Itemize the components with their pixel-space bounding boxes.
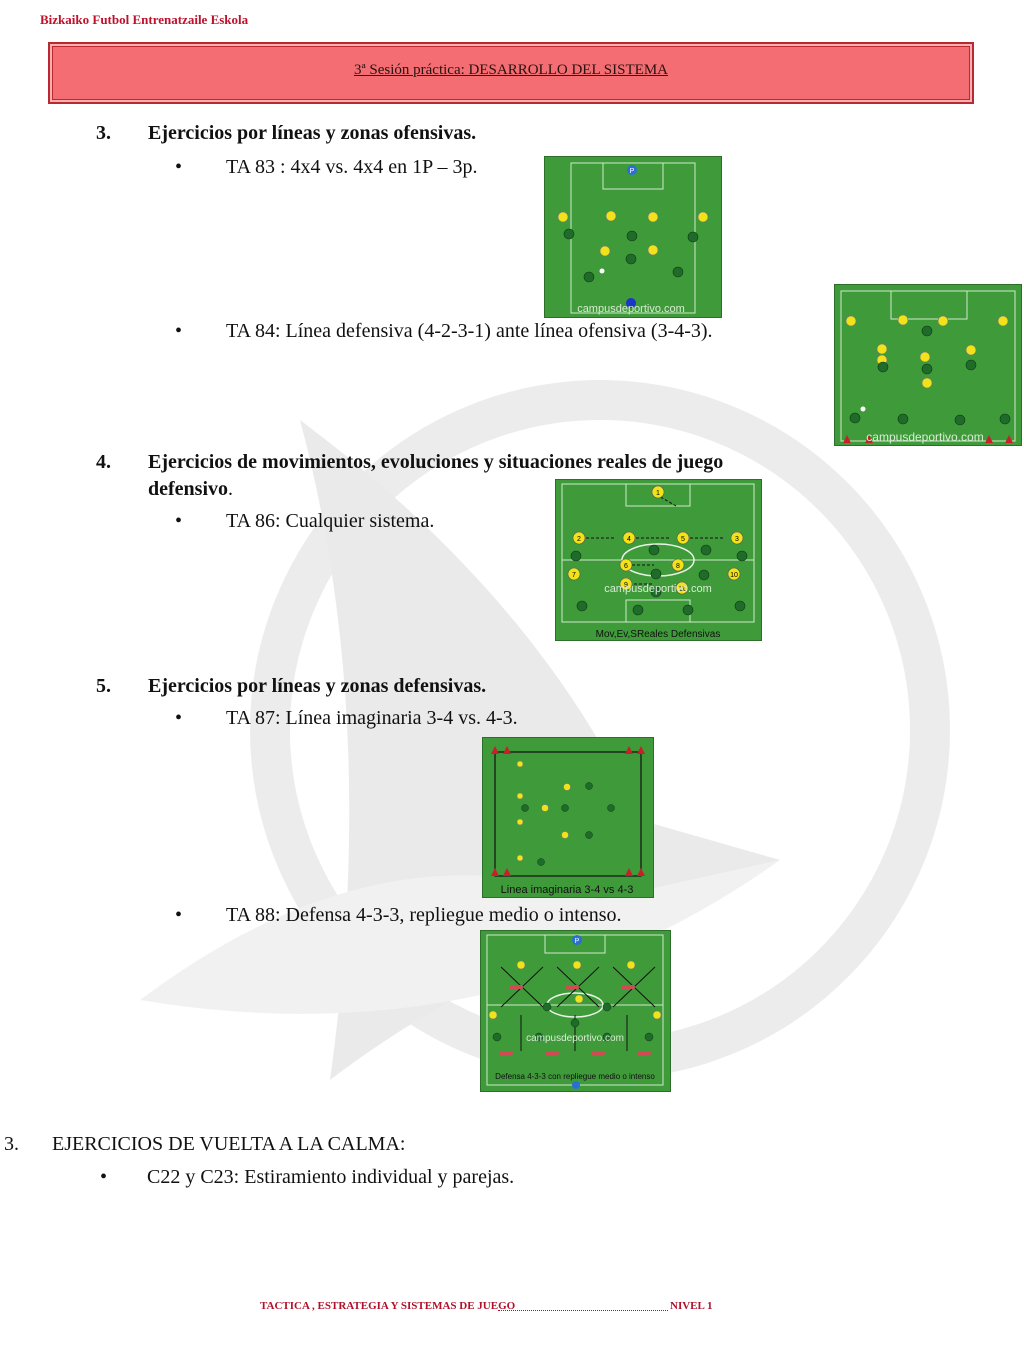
section-number: 3. [4, 1133, 19, 1155]
bullet: • [175, 904, 183, 926]
diagram-ta87: Linea imaginaria 3-4 vs 4-3 [482, 737, 654, 898]
section-number: 5. [96, 675, 111, 697]
diagram-marker: P [630, 168, 635, 175]
exercise-item: TA 87: Línea imaginaria 3-4 vs. 4-3. [226, 707, 518, 729]
player-number: 1 [656, 490, 660, 497]
player-number: 10 [730, 572, 738, 579]
player-number: 9 [624, 582, 628, 589]
footer-dotted-leader [498, 1310, 668, 1311]
diagram-watermark: campusdeportivo.com [866, 430, 983, 444]
diagram-watermark: campusdeportivo.com [526, 1033, 624, 1044]
player-number: 5 [681, 536, 685, 543]
footer-title: TACTICA , ESTRATEGIA Y SISTEMAS DE JUEGO [260, 1300, 516, 1312]
section-heading: Ejercicios de movimientos, evoluciones y… [148, 451, 724, 473]
player-number: 4 [627, 536, 631, 543]
section-heading: Ejercicios por líneas y zonas ofensivas. [148, 122, 477, 144]
bullet: • [175, 510, 183, 532]
section-heading-continued: defensivo. [148, 478, 233, 501]
section-heading-period: . [228, 478, 233, 500]
section-number: 4. [96, 451, 111, 473]
player-number: 8 [676, 563, 680, 570]
diagram-ta84: campusdeportivo.com [834, 284, 1022, 446]
player-number: 6 [624, 563, 628, 570]
session-banner: 3ª Sesión práctica: DESARROLLO DEL SISTE… [48, 42, 974, 104]
exercise-item: TA 84: Línea defensiva (4-2-3-1) ante lí… [226, 320, 713, 342]
player-number: 2 [577, 536, 581, 543]
diagram-marker: P [575, 938, 580, 945]
section-heading-word: defensivo [148, 478, 228, 500]
diagram-ta86: 1 2 4 5 3 6 8 7 9 11 10 campusdeportivo.… [555, 479, 762, 641]
diagram-watermark: campusdeportivo.com [604, 583, 712, 595]
player-number: 7 [572, 572, 576, 579]
diagram-ta83: P campusdeportivo.com [544, 156, 722, 318]
exercise-item: TA 86: Cualquier sistema. [226, 510, 435, 532]
section-number: 3. [96, 122, 111, 144]
section-heading: Ejercicios por líneas y zonas defensivas… [148, 675, 487, 697]
exercise-item: C22 y C23: Estiramiento individual y par… [147, 1166, 515, 1188]
diagram-caption: Defensa 4-3-3 con repliegue medio o inte… [495, 1072, 655, 1081]
diagram-ta88: P campusdeportivo.com Defensa 4-3-3 con … [480, 930, 671, 1092]
bullet: • [175, 707, 183, 729]
exercise-item: TA 88: Defensa 4-3-3, repliegue medio o … [226, 904, 622, 926]
bullet: • [175, 156, 183, 178]
bullet: • [100, 1166, 108, 1188]
bullet: • [175, 320, 183, 342]
section-heading: EJERCICIOS DE VUELTA A LA CALMA: [52, 1133, 406, 1155]
footer-level: NIVEL 1 [670, 1300, 713, 1312]
diagram-watermark: campusdeportivo.com [577, 303, 685, 315]
diagram-caption: Linea imaginaria 3-4 vs 4-3 [501, 884, 634, 896]
player-number: 3 [735, 536, 739, 543]
player-number: 11 [678, 586, 685, 593]
exercise-item: TA 83 : 4x4 vs. 4x4 en 1P – 3p. [226, 156, 478, 178]
session-title: 3ª Sesión práctica: DESARROLLO DEL SISTE… [354, 62, 668, 78]
organization-name: Bizkaiko Futbol Entrenatzaile Eskola [40, 12, 249, 27]
diagram-caption: Mov,Ev,SReales Defensivas [596, 629, 721, 640]
